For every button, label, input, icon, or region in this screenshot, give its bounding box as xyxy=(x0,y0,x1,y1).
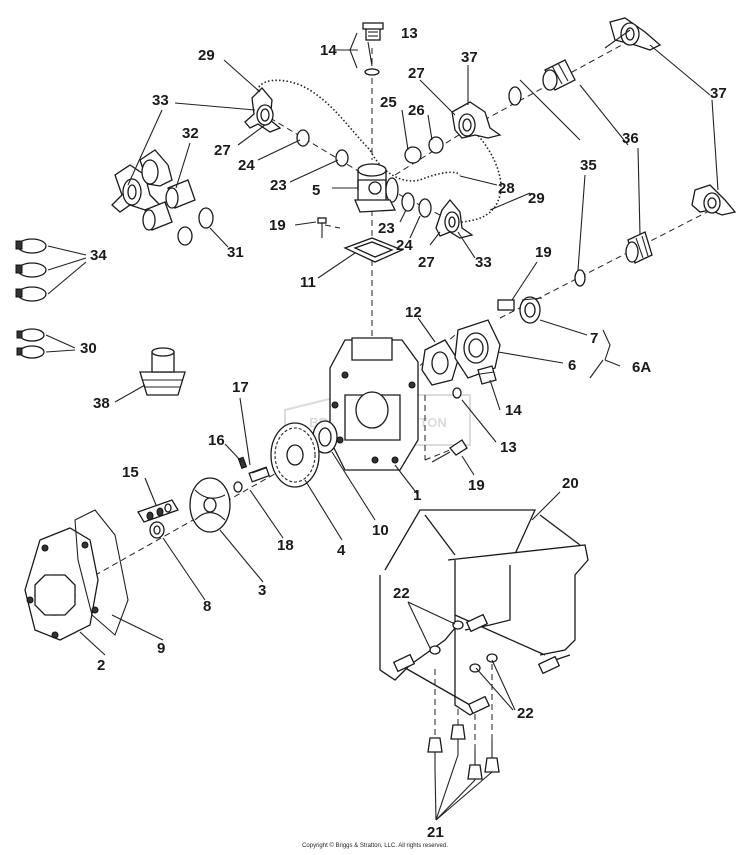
part-label-4: 4 xyxy=(337,542,346,559)
part-label-38: 38 xyxy=(93,395,110,412)
part-label-37-right: 37 xyxy=(710,85,727,102)
part-label-19-lower: 19 xyxy=(468,477,485,494)
part-label-16: 16 xyxy=(208,432,225,449)
pump-frame xyxy=(379,509,589,716)
part-labels: 14 13 29 33 32 27 24 23 5 25 26 27 37 37… xyxy=(80,25,727,841)
part-label-24-left: 24 xyxy=(238,157,255,174)
part-label-17: 17 xyxy=(232,379,249,396)
part-label-22-right: 22 xyxy=(517,705,534,722)
part-label-35: 35 xyxy=(580,157,597,174)
part-label-15: 15 xyxy=(122,464,139,481)
coupling-left-upper xyxy=(244,87,349,167)
part-label-1: 1 xyxy=(413,487,421,504)
part-label-27-right: 27 xyxy=(418,254,435,271)
part-label-6: 6 xyxy=(568,357,576,374)
part-label-19-right: 19 xyxy=(535,244,552,261)
part-label-14-top: 14 xyxy=(320,42,337,59)
part-label-31: 31 xyxy=(227,244,244,261)
part-label-10: 10 xyxy=(372,522,389,539)
pump-housing xyxy=(329,337,419,471)
part-label-14-right: 14 xyxy=(505,402,522,419)
coupling-right-upper xyxy=(404,101,502,164)
part-label-23-right: 23 xyxy=(378,220,395,237)
part-label-37-top: 37 xyxy=(461,49,478,66)
part-label-29-left: 29 xyxy=(198,47,215,64)
part-label-20: 20 xyxy=(562,475,579,492)
loose-accessories-left xyxy=(15,149,214,396)
part-label-3: 3 xyxy=(258,582,266,599)
part-label-27-left: 27 xyxy=(214,142,231,159)
part-label-19-upper: 19 xyxy=(269,217,286,234)
priming-plug xyxy=(362,22,384,76)
part-label-27-top: 27 xyxy=(408,65,425,82)
screw-19-lower xyxy=(431,439,468,463)
part-label-7: 7 xyxy=(590,330,598,347)
part-label-12: 12 xyxy=(405,304,422,321)
copyright-notice: Copyright © Briggs & Stratton, LLC. All … xyxy=(302,843,448,849)
part-label-26: 26 xyxy=(408,102,425,119)
part-label-18: 18 xyxy=(277,537,294,554)
part-label-9: 9 xyxy=(157,640,165,657)
part-label-13-right: 13 xyxy=(500,439,517,456)
part-label-21: 21 xyxy=(427,824,444,841)
part-label-36: 36 xyxy=(622,130,639,147)
part-label-11: 11 xyxy=(300,274,316,291)
part-label-13-top: 13 xyxy=(401,25,418,42)
part-label-25: 25 xyxy=(380,94,397,111)
part-label-34: 34 xyxy=(90,247,107,264)
gasket-11 xyxy=(343,237,404,263)
discharge-flange xyxy=(421,296,543,399)
discharge-tee xyxy=(354,163,399,213)
hose-fittings-right xyxy=(508,17,737,287)
leader-lines xyxy=(45,29,719,821)
pump-cover xyxy=(24,509,129,641)
part-label-29-right: 29 xyxy=(528,190,545,207)
part-label-28: 28 xyxy=(498,180,515,197)
seal-and-diffuser xyxy=(270,420,338,488)
part-label-30: 30 xyxy=(80,340,97,357)
impeller-assembly xyxy=(137,456,271,539)
part-label-32: 32 xyxy=(182,125,199,142)
part-label-33-right: 33 xyxy=(475,254,492,271)
coupling-right-lower xyxy=(401,192,474,239)
part-label-8: 8 xyxy=(203,598,211,615)
part-label-6a: 6A xyxy=(632,359,651,376)
frame-bolts xyxy=(427,724,500,780)
screw-19-upper xyxy=(317,217,327,238)
part-label-33-left: 33 xyxy=(152,92,169,109)
part-label-22-left: 22 xyxy=(393,585,410,602)
part-label-2: 2 xyxy=(97,657,105,674)
part-label-24-right: 24 xyxy=(396,237,413,254)
part-label-23-left: 23 xyxy=(270,177,287,194)
part-label-5: 5 xyxy=(312,182,320,199)
